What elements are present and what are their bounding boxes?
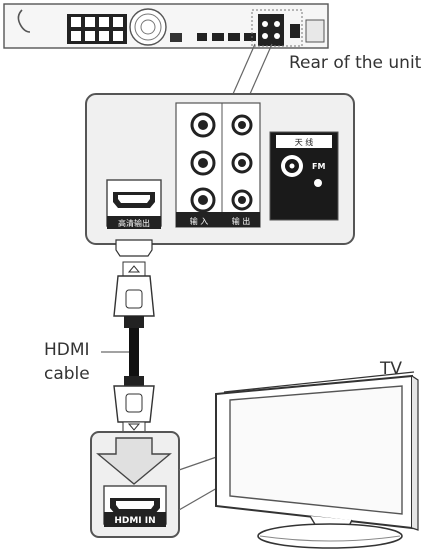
tv-illustration bbox=[215, 371, 419, 549]
output-label: 输 出 bbox=[232, 216, 251, 226]
antenna-block: 天 线 FM bbox=[269, 131, 339, 221]
rear-of-unit-label: Rear of the unit bbox=[289, 53, 422, 73]
tv-hdmi-in-panel: HDMI IN bbox=[90, 431, 180, 538]
hdmi-cable-label: HDMI cable bbox=[44, 338, 90, 386]
tv-label: TV bbox=[380, 359, 403, 379]
callout-lines bbox=[232, 43, 273, 95]
hdmi-cable-label-line1: HDMI bbox=[44, 340, 90, 360]
cooling-fan bbox=[129, 8, 167, 46]
audio-jack-block: 输 入 输 出 bbox=[175, 102, 261, 228]
antenna-label: 天 线 bbox=[295, 137, 314, 147]
hdmi-in-label: HDMI IN bbox=[114, 516, 155, 526]
fm-label: FM bbox=[312, 162, 325, 171]
hdmi-cable-label-line2: cable bbox=[44, 364, 90, 384]
zoomed-panel: 输 入 输 出 天 线 FM 高清输出 bbox=[85, 93, 355, 245]
unit-rear-panel bbox=[3, 3, 329, 49]
hdmi-out-label: 高清输出 bbox=[118, 218, 150, 228]
hdmi-out-port: 高清输出 bbox=[106, 179, 162, 229]
hdmi-cable bbox=[101, 239, 155, 435]
input-label: 输 入 bbox=[190, 216, 209, 226]
speaker-terminals bbox=[67, 14, 127, 44]
